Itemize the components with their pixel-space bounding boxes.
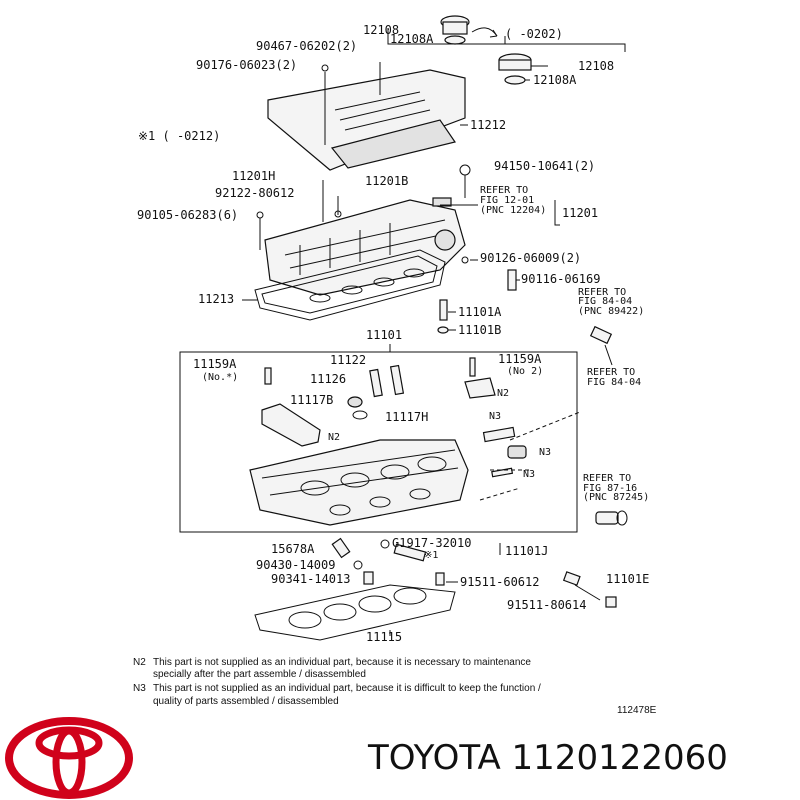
brand-title: TOYOTA 1120122060 — [368, 738, 728, 778]
label-11201h: 11201H — [232, 169, 275, 183]
label-90430: 90430-14009 — [256, 558, 335, 572]
label-refer2-b: FIG 84-04 — [578, 296, 632, 307]
label-11159a-left: 11159A — [193, 357, 237, 371]
note-n3-key: N3 — [133, 683, 146, 694]
label-range-0202: ( -0202) — [505, 27, 563, 41]
label-90176: 90176-06023(2) — [196, 58, 297, 72]
label-n2-right: N2 — [497, 388, 509, 399]
label-11126: 11126 — [310, 372, 346, 386]
label-11101b: 11101B — [458, 323, 501, 337]
part-number: 1120122060 — [511, 738, 728, 778]
label-refer4-c: (PNC 87245) — [583, 492, 649, 503]
label-92122: 92122-80612 — [215, 186, 294, 200]
label-12108a-right: 12108A — [533, 73, 577, 87]
label-11115: 11115 — [366, 630, 402, 644]
label-11101e: 11101E — [606, 572, 649, 586]
label-11212: 11212 — [470, 118, 506, 132]
label-90126: 90126-06009(2) — [480, 251, 581, 265]
label-90467: 90467-06202(2) — [256, 39, 357, 53]
engine-cover-11212 — [267, 62, 466, 171]
label-no1: (No.*) — [202, 372, 238, 383]
label-refer1-b: FIG 12-01 — [480, 195, 534, 206]
label-refer2-c: (PNC 89422) — [578, 306, 644, 317]
note-n2-line1: This part is not supplied as an individu… — [153, 657, 531, 668]
label-refer4-b: FIG 87-16 — [583, 483, 637, 494]
label-11117h: 11117H — [385, 410, 428, 424]
label-90116: 90116-06169 — [521, 272, 600, 286]
label-11201b: 11201B — [365, 174, 408, 188]
note-n3-line1: This part is not supplied as an individu… — [153, 683, 541, 694]
note-n2-line2: specially after the part assemble / disa… — [153, 669, 366, 680]
label-11159a-right: 11159A — [498, 352, 542, 366]
head-cover-gasket-11213 — [254, 249, 446, 321]
label-12108a: 12108A — [390, 32, 434, 46]
head-gasket-11115 — [254, 584, 456, 641]
brand-name: TOYOTA — [368, 738, 501, 778]
label-11213: 11213 — [198, 292, 234, 306]
label-15678a: 15678A — [271, 542, 315, 556]
label-refer1-a: REFER TO — [480, 185, 528, 196]
label-94150: 94150-10641(2) — [494, 159, 595, 173]
label-12108-right: 12108 — [578, 59, 614, 73]
label-11117b: 11117B — [290, 393, 333, 407]
label-91511-a: 91511-60612 — [460, 575, 539, 589]
label-90105: 90105-06283(6) — [137, 208, 238, 222]
label-11122: 11122 — [330, 353, 366, 367]
sensor-right — [589, 325, 628, 526]
label-11201: 11201 — [562, 206, 598, 220]
figure-id: 112478E — [617, 705, 657, 716]
note-n3-line2: quality of parts assembled / disassemble… — [153, 696, 339, 707]
label-11101: 11101 — [366, 328, 402, 342]
label-90341: 90341-14013 — [271, 572, 350, 586]
label-91511-b: 91511-80614 — [507, 598, 586, 612]
label-n3-mid: N3 — [539, 447, 551, 458]
cylinder-head-parts — [249, 357, 527, 526]
label-refer3-b: FIG 84-04 — [587, 377, 641, 388]
label-no2: (No 2) — [507, 366, 543, 377]
cylinder-head-frame — [179, 351, 578, 533]
label-note-mid: ※1 — [424, 550, 438, 561]
label-refer1-c: (PNC 12204) — [480, 205, 546, 216]
note-n2-key: N2 — [133, 657, 146, 668]
label-n3-top: N3 — [489, 411, 501, 422]
label-n2-left: N2 — [328, 432, 340, 443]
toyota-logo-icon — [5, 717, 133, 799]
oil-filler-cap-assembly — [387, 15, 626, 85]
label-note-top: ※1 ( -0212) — [138, 129, 220, 143]
label-refer2-a: REFER TO — [578, 287, 626, 298]
label-refer3-a: REFER TO — [587, 367, 635, 378]
label-refer4-a: REFER TO — [583, 473, 631, 484]
label-11101a: 11101A — [458, 305, 502, 319]
label-g1917: G1917-32010 — [392, 536, 471, 550]
label-11101j: 11101J — [505, 544, 548, 558]
label-n3-bot: N3 — [523, 469, 535, 480]
cylinder-head-cover-11201 — [264, 164, 471, 296]
label-12108: 12108 — [363, 23, 399, 37]
